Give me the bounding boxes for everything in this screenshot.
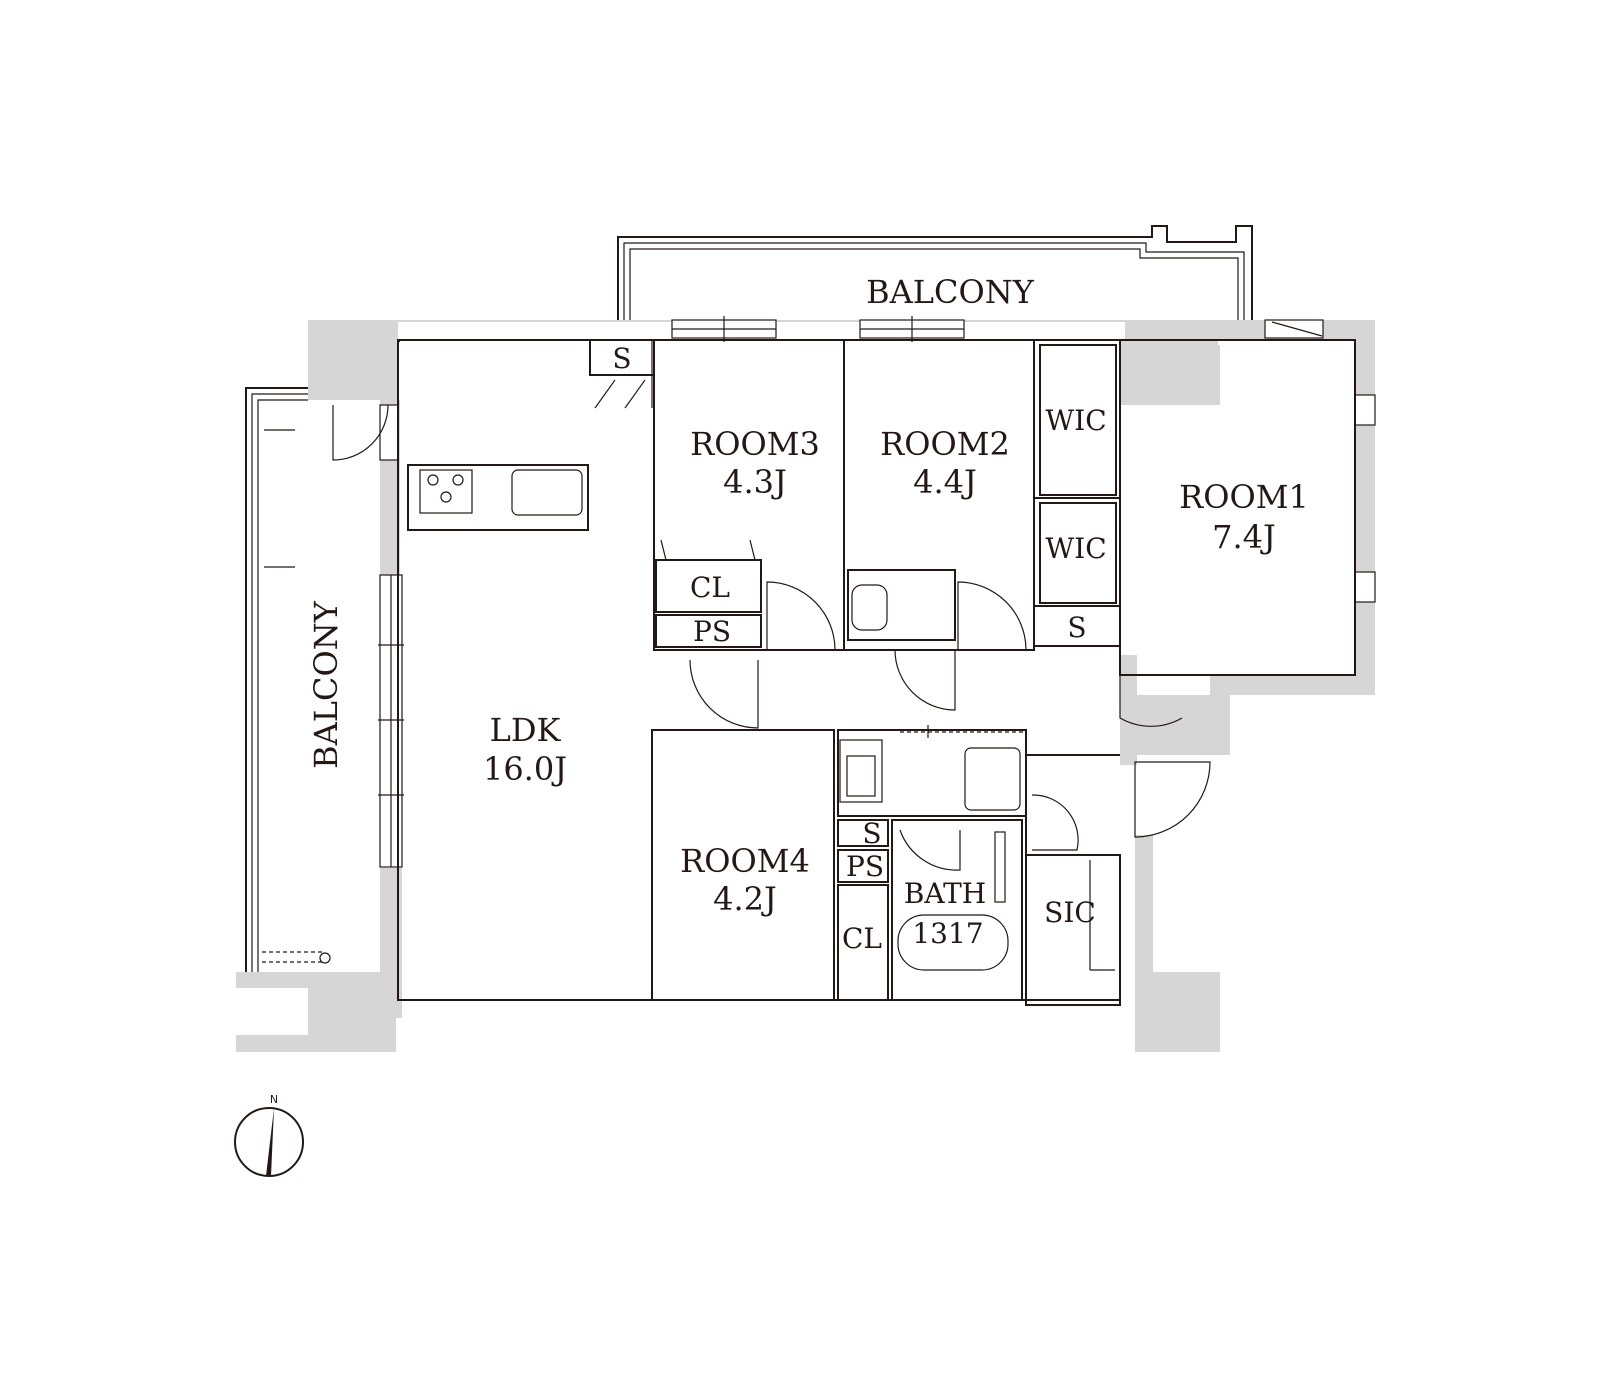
north-compass: N [234, 1093, 304, 1177]
wic-upper-label: WIC [1045, 404, 1106, 437]
s-center-label: S [862, 817, 881, 850]
sic-label: SIC [1044, 896, 1096, 929]
ldk-label: LDK [490, 711, 562, 749]
north-label: N [270, 1093, 278, 1106]
s-wic-label: S [1067, 611, 1086, 644]
balcony-left-label: BALCONY [307, 600, 345, 769]
ps-center-label: PS [846, 850, 884, 883]
wic-lower-label: WIC [1045, 532, 1106, 565]
room2-label: ROOM2 [880, 425, 1010, 463]
room-labels: BALCONY BALCONY LDK 16.0J ROOM1 7.4J ROO… [307, 273, 1309, 955]
room3-label: ROOM3 [690, 425, 820, 463]
windows [378, 316, 1376, 868]
ps-room3-label: PS [693, 615, 731, 648]
s-top-label: S [612, 342, 631, 375]
bath-label: BATH [904, 877, 986, 910]
bath-size: 1317 [912, 917, 983, 950]
room4-label: ROOM4 [680, 842, 810, 880]
cl-room3-label: CL [690, 571, 730, 604]
room2-size: 4.4J [913, 463, 977, 501]
room3-size: 4.3J [723, 463, 787, 501]
fixtures [419, 469, 1024, 971]
balcony-railings [245, 225, 1253, 972]
doors [332, 379, 1211, 871]
cl-room4-label: CL [842, 922, 882, 955]
balcony-top-label: BALCONY [866, 273, 1035, 311]
room1-label: ROOM1 [1179, 478, 1309, 516]
interior-walls [397, 339, 1356, 1006]
ldk-size: 16.0J [483, 750, 567, 788]
room4-size: 4.2J [713, 880, 777, 918]
room1-size: 7.4J [1212, 518, 1276, 556]
